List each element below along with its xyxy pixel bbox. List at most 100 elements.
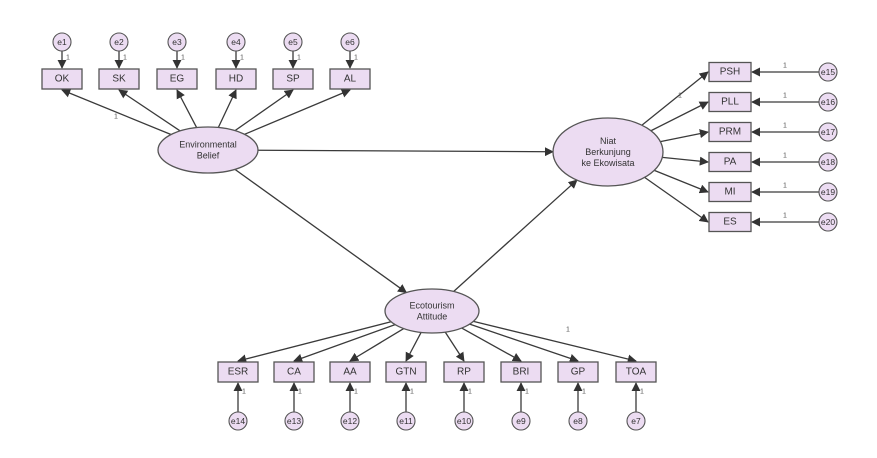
loading-pa [662, 156, 709, 166]
paths-layer [57, 51, 819, 412]
error-circle [511, 411, 531, 431]
error-label: e13 [287, 416, 301, 426]
indicator-box [156, 68, 198, 90]
indicator-label: AL [344, 74, 357, 85]
loading-sk [118, 89, 181, 132]
weight-label: 1 [525, 389, 529, 396]
indicator-box [708, 91, 752, 113]
weight-label-fixed-nb: 1 [678, 93, 682, 100]
error-circle [283, 32, 303, 52]
error-label: e12 [343, 416, 357, 426]
indicator-label: ESR [228, 367, 249, 378]
latent-ellipse [384, 288, 480, 334]
weight-label: 1 [123, 55, 127, 62]
error-circle [818, 212, 838, 232]
weight-label: 1 [783, 63, 787, 70]
indicator-box [273, 361, 315, 383]
indicator-label: PSH [720, 67, 741, 78]
indicator-box [272, 68, 314, 90]
indicator-box [215, 68, 257, 90]
indicator-box [217, 361, 259, 383]
weight-label: 1 [66, 55, 70, 62]
error-circle [818, 92, 838, 112]
indicator-label: PLL [721, 97, 739, 108]
error-label: e4 [231, 37, 241, 47]
indicator-box [500, 361, 542, 383]
loading-mi [654, 169, 709, 194]
error-label: e16 [821, 97, 835, 107]
indicator-box [385, 361, 427, 383]
error-label: e2 [114, 37, 124, 47]
latent-label: Environmental [179, 140, 237, 150]
indicator-label: HD [229, 74, 243, 85]
indicator-label: GP [571, 367, 586, 378]
indicator-box [708, 181, 752, 203]
indicator-hd: HD e4 1 [215, 32, 257, 90]
indicator-box [41, 68, 83, 90]
loading-pll [650, 101, 709, 132]
error-label: e14 [231, 416, 245, 426]
error-circle [109, 32, 129, 52]
indicator-box [329, 361, 371, 383]
indicator-box [443, 361, 485, 383]
latent-label: Attitude [417, 312, 448, 322]
weight-label: 1 [783, 183, 787, 190]
error-label: e20 [821, 217, 835, 227]
latent-label: Niat [600, 136, 617, 146]
error-circle [226, 32, 246, 52]
weight-label: 1 [468, 389, 472, 396]
error-circle [626, 411, 646, 431]
weight-label-fixed-eb: 1 [114, 114, 118, 121]
indicator-label: ES [723, 217, 737, 228]
loading-prm [660, 129, 709, 143]
loading-gp [469, 323, 579, 363]
error-circle [568, 411, 588, 431]
error-label: e5 [288, 37, 298, 47]
error-circle [340, 32, 360, 52]
path-eb-ea [234, 168, 408, 294]
indicator-label: MI [724, 187, 735, 198]
latent-label: Berkunjung [585, 147, 631, 157]
error-circle [818, 182, 838, 202]
error-circle [52, 32, 72, 52]
loading-eg [176, 89, 198, 128]
indicator-label: RP [457, 367, 471, 378]
latent-label: Ecotourism [409, 301, 454, 311]
latent-label: Belief [197, 151, 220, 161]
path-eb-nb [257, 147, 554, 157]
loading-toa [473, 320, 637, 364]
error-label: e10 [457, 416, 471, 426]
error-label: e6 [345, 37, 355, 47]
indicator-box [708, 151, 752, 173]
indicator-box [708, 61, 752, 83]
weight-label: 1 [783, 93, 787, 100]
indicator-box [708, 211, 752, 233]
loading-rp [444, 331, 465, 362]
indicator-pll: PLL e16 1 [708, 91, 838, 113]
path-ea-nb [453, 179, 578, 292]
error-label: e8 [573, 416, 583, 426]
indicator-box [708, 121, 752, 143]
error-label: e11 [399, 416, 413, 426]
indicator-rp: RP e10 1 [443, 361, 485, 431]
error-circle [454, 411, 474, 431]
indicator-box [98, 68, 140, 90]
error-circle [396, 411, 416, 431]
error-circle [818, 62, 838, 82]
weight-label: 1 [240, 55, 244, 62]
loading-gtn [405, 332, 422, 362]
weight-label: 1 [410, 389, 414, 396]
weight-label: 1 [298, 389, 302, 396]
